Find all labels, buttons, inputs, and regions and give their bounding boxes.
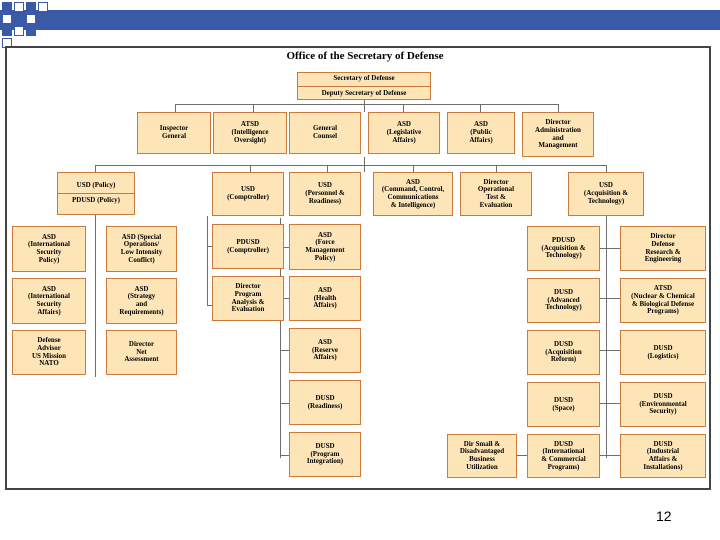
connector-line: [95, 165, 607, 166]
director-net-assessment-box: Director Net Assessment: [106, 330, 177, 375]
atsd-nuclear-chemical-box: ATSD (Nuclear & Chemical & Biological De…: [620, 278, 706, 323]
decor-square: [14, 14, 24, 24]
director-defense-research-box: Director Defense Research & Engineering: [620, 226, 706, 271]
connector-line: [496, 165, 497, 172]
dusd-industrial-affairs-box: DUSD (Industrial Affairs & Installations…: [620, 434, 706, 478]
director-operational-test-box: Director Operational Test & Evaluation: [460, 172, 532, 216]
connector-line: [207, 246, 212, 247]
dir-small-business-box: Dir Small & Disadvantaged Business Utili…: [447, 434, 517, 478]
asd-strategy-requirements-box: ASD (Strategy and Requirements): [106, 278, 177, 324]
dusd-readiness-box: DUSD (Readiness): [289, 380, 361, 425]
connector-line: [403, 104, 404, 112]
inspector-general-box: Inspector General: [137, 112, 211, 154]
defense-advisor-nato-box: Defense Advisor US Mission NATO: [12, 330, 86, 375]
decor-square: [14, 26, 24, 36]
usd-acquisition-technology-box: USD (Acquisition & Technology): [568, 172, 644, 216]
usd-policy-box: USD (Policy) PDUSD (Policy): [57, 172, 135, 215]
dusd-program-integration-box: DUSD (Program Integration): [289, 432, 361, 477]
org-chart-frame: [5, 46, 711, 490]
asd-international-security-policy-box: ASD (International Security Policy): [12, 226, 86, 272]
asd-public-affairs-box: ASD (Public Affairs): [447, 112, 515, 154]
connector-line: [250, 165, 251, 172]
connector-line: [327, 165, 328, 172]
connector-line: [480, 104, 481, 112]
connector-line: [606, 213, 607, 458]
connector-line: [517, 455, 527, 456]
asd-legislative-affairs-box: ASD (Legislative Affairs): [368, 112, 440, 154]
connector-line: [364, 157, 365, 172]
connector-line: [600, 455, 620, 456]
usd-policy-label: USD (Policy): [76, 181, 116, 190]
deputy-secretary-label: Deputy Secretary of Defense: [298, 85, 430, 101]
connector-line: [280, 218, 281, 458]
connector-line: [95, 165, 96, 172]
connector-line: [175, 104, 176, 112]
decor-square: [26, 26, 36, 36]
secretary-label: Secretary of Defense: [333, 73, 395, 82]
dusd-environmental-security-box: DUSD (Environmental Security): [620, 382, 706, 427]
dusd-space-box: DUSD (Space): [527, 382, 600, 427]
connector-line: [280, 403, 289, 404]
decor-square: [2, 14, 12, 24]
pdusd-acquisition-technology-box: PDUSD (Acquisition & Technology): [527, 226, 600, 271]
dusd-acquisition-reform-box: DUSD (Acquisition Reform): [527, 330, 600, 375]
connector-line: [600, 248, 620, 249]
connector-line: [280, 298, 289, 299]
asd-reserve-affairs-box: ASD (Reserve Affairs): [289, 328, 361, 373]
connector-line: [600, 403, 620, 404]
page-number: 12: [656, 508, 672, 524]
connector-line: [280, 350, 289, 351]
asd-c3i-box: ASD (Command, Control, Communications & …: [373, 172, 453, 216]
decor-square: [26, 14, 36, 24]
connector-line: [207, 305, 212, 306]
connector-line: [280, 455, 289, 456]
connector-line: [606, 165, 607, 172]
dusd-advanced-technology-box: DUSD (Advanced Technology): [527, 278, 600, 323]
connector-line: [280, 247, 289, 248]
decor-square: [2, 26, 12, 36]
org-chart-title: Office of the Secretary of Defense: [286, 50, 444, 62]
header-bar: [0, 10, 720, 30]
decor-square: [26, 2, 36, 12]
decor-square: [38, 2, 48, 12]
director-program-analysis-box: Director Program Analysis & Evaluation: [212, 276, 284, 321]
secretary-of-defense-box: Secretary of Defense Deputy Secretary of…: [297, 72, 431, 100]
pdusd-comptroller-box: PDUSD (Comptroller): [212, 224, 284, 269]
connector-line: [95, 220, 96, 377]
atsd-intelligence-oversight-box: ATSD (Intelligence Oversight): [213, 112, 287, 154]
dusd-international-commercial-box: DUSD (International & Commercial Program…: [527, 434, 600, 478]
connector-line: [175, 104, 559, 105]
asd-international-security-affairs-box: ASD (International Security Affairs): [12, 278, 86, 324]
usd-comptroller-box: USD (Comptroller): [212, 172, 284, 216]
connector-line: [600, 298, 620, 299]
connector-line: [207, 216, 208, 306]
decor-square: [2, 2, 12, 12]
dusd-logistics-box: DUSD (Logistics): [620, 330, 706, 375]
asd-health-affairs-box: ASD (Health Affairs): [289, 276, 361, 321]
connector-line: [413, 165, 414, 172]
decor-square: [38, 14, 48, 24]
connector-line: [253, 104, 254, 112]
connector-line: [558, 104, 559, 112]
usd-personnel-readiness-box: USD (Personnel & Readiness): [289, 172, 361, 216]
connector-line: [600, 350, 620, 351]
director-administration-box: Director Administration and Management: [522, 112, 594, 157]
general-counsel-box: General Counsel: [289, 112, 361, 154]
decor-square: [14, 2, 24, 12]
connector-line: [364, 100, 365, 112]
asd-force-management-box: ASD (Force Management Policy): [289, 224, 361, 270]
asd-special-operations-box: ASD (Special Operations/ Low Intensity C…: [106, 226, 177, 272]
pdusd-policy-label: PDUSD (Policy): [58, 193, 134, 208]
